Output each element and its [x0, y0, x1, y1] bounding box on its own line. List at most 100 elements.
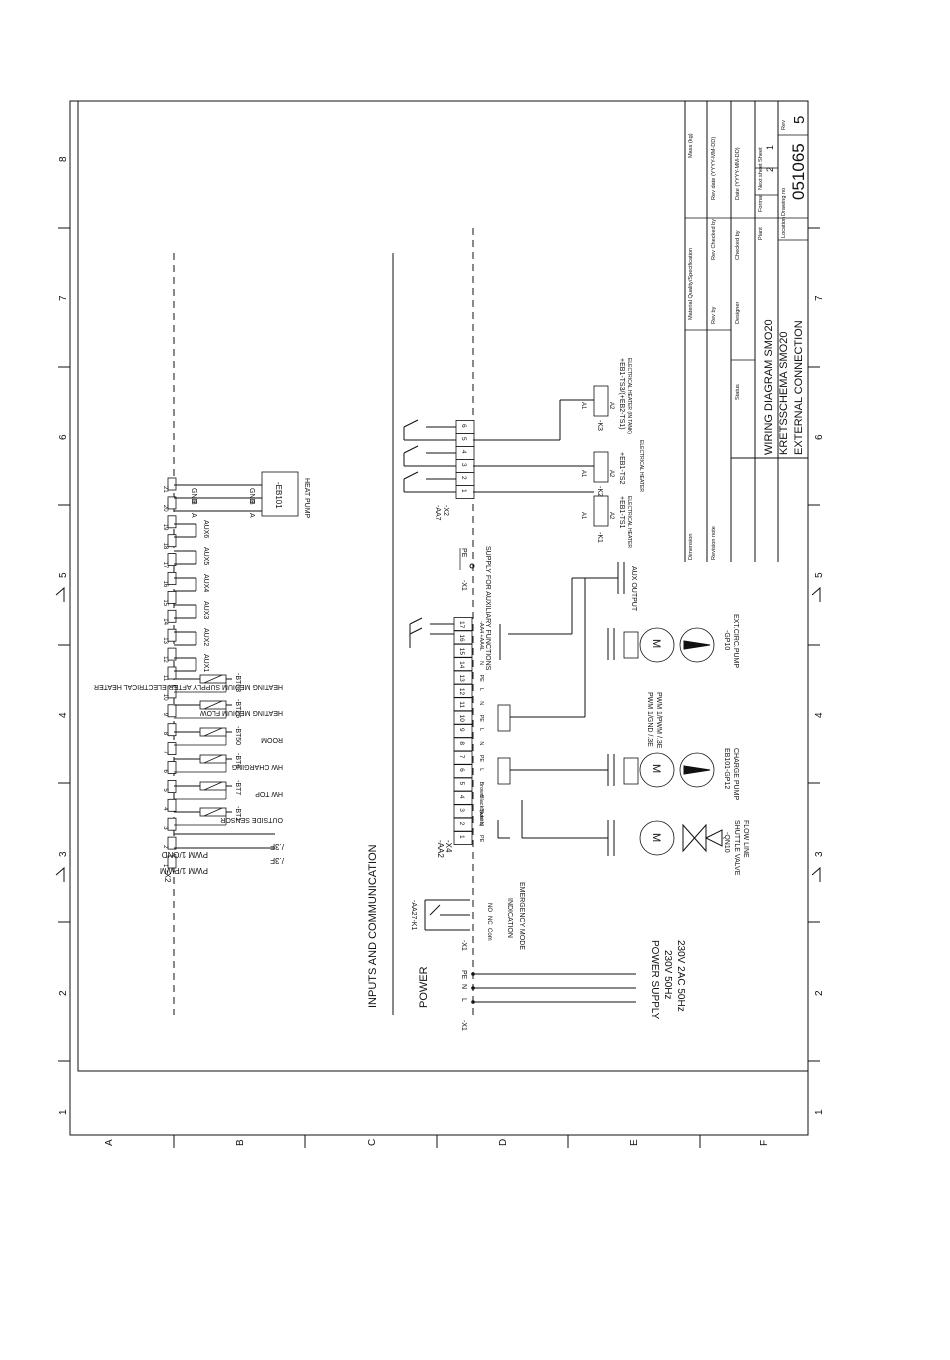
tb-location: Location — [781, 217, 787, 238]
title-line-3: EXTERNAL CONNECTION — [793, 320, 805, 455]
x4-terminal-number: 10 — [458, 715, 465, 723]
power-pin-pe: PE — [460, 970, 467, 980]
shuttle-valve-qn10: M -QN10 SHUTTLE VALVE FLOW LINE — [497, 800, 749, 876]
gp12-pwm-gnd: PWM 1/GND /.3E — [646, 692, 653, 747]
aa7-terminal-number: 3 — [460, 463, 467, 467]
gp10-ref: -GP10 — [723, 630, 730, 650]
x2-terminal — [167, 723, 177, 737]
tb-sheet: 1 — [765, 145, 775, 150]
aux-input-label: AUX3 — [202, 601, 209, 619]
tb-sheet-label: Sheet — [758, 147, 764, 162]
sensor-ref: -BT7 — [234, 780, 241, 795]
col-label: 3 — [814, 851, 825, 857]
x2-terminal — [167, 798, 177, 812]
bus-gnd: GND — [190, 488, 197, 504]
row-label: F — [759, 1140, 770, 1146]
row-label: E — [629, 1139, 640, 1146]
col-label: 2 — [58, 990, 69, 996]
x4-terminal-number: 9 — [458, 728, 465, 732]
row-labels: A B C D E F — [104, 1139, 770, 1146]
x4-terminal-number: 14 — [458, 661, 465, 669]
tb-rev-date: Rev date (YYYY-MM-DD) — [711, 137, 717, 200]
x2-terminal-number: 1 — [162, 864, 168, 868]
x2-terminal-number: 21 — [162, 486, 168, 493]
aux-supply-pin: PE — [460, 548, 467, 558]
column-labels-right: 1 2 3 4 5 6 7 — [814, 295, 825, 1115]
aux-supply: -X1 PE SUPPLY FOR AUXILIARY FUNCTIONS — [459, 546, 491, 671]
aux-relay-switch-icon — [409, 617, 454, 638]
col-label: 2 — [814, 990, 825, 996]
aux-relay-switch-icon — [409, 627, 454, 648]
sensor-ref: -BT63 — [234, 673, 241, 692]
col-label: 6 — [814, 434, 825, 440]
row-label: D — [498, 1139, 509, 1146]
sensor-label: HEATING MEDIUM SUPPLY AFTER ELECTRICAL H… — [94, 683, 283, 690]
tb-next-sheet: 2 — [765, 167, 775, 172]
tb-format: Format — [758, 194, 764, 212]
col-label: 6 — [58, 434, 69, 440]
x2-terminal — [167, 477, 177, 491]
x2-terminal-number: 11 — [162, 675, 168, 682]
power-line-3: 230V 2AC 50Hz — [675, 940, 686, 1012]
x4-terminal-number: 6 — [458, 768, 465, 772]
x2-terminal — [167, 515, 177, 529]
power-supply: -X1 PE N L POWER SUPPLY 230V 50Hz 230V 2… — [460, 940, 686, 1031]
k3-a1: A1 — [580, 402, 586, 410]
col-label: 1 — [58, 1109, 69, 1115]
x2-terminal — [167, 855, 177, 869]
x4-signal-label: PE — [478, 835, 484, 843]
x2-terminal — [167, 553, 177, 566]
x4-signal-label: Blue — [478, 808, 484, 819]
col-label: 7 — [58, 295, 69, 301]
x4-signal-label: Black (white) — [478, 795, 484, 827]
aa27-ref: -AA27-K1 — [410, 900, 417, 930]
x4-terminal-number: 8 — [458, 741, 465, 745]
x4-terminal-number: 5 — [458, 782, 465, 786]
ts2-ref: +EB1-TS2 — [618, 452, 625, 485]
ts3-desc: ELECTRICAL HEATER (IN TANK) — [626, 358, 632, 434]
x4-signal-label: L — [478, 728, 484, 731]
ts2-desc: ELECTRICAL HEATER — [638, 440, 644, 492]
relay-k1-coil — [593, 495, 609, 527]
x2-terminal-number: 15 — [162, 599, 168, 606]
col-label: 8 — [58, 156, 69, 162]
x2-terminal-number: 9 — [162, 713, 168, 717]
k2-ref: -K2 — [596, 486, 603, 497]
aa7-terminal-number: 2 — [460, 476, 467, 480]
x4-signal-label: N — [478, 741, 484, 745]
drawing-number: 051065 — [789, 143, 808, 200]
aux-output: AUX OUTPUT — [508, 562, 637, 635]
x2-terminal — [167, 591, 177, 604]
drawing-frame — [55, 100, 821, 1148]
tb-material: Material Quality/Specification — [688, 248, 694, 320]
relay-k3-coil — [593, 385, 609, 417]
tb-checked-by: Checked by — [735, 230, 741, 260]
sensor-label: ROOM — [261, 736, 283, 743]
power-ref: -X1 — [460, 1020, 467, 1031]
power-line-2: 230V 50Hz — [662, 950, 673, 999]
sensor-ref: -BT25 — [234, 699, 241, 718]
tb-drawing-no-label: Drawing no — [781, 188, 787, 216]
x4-terminal-number: 4 — [458, 795, 465, 799]
pump-motor-icon — [639, 627, 675, 663]
x2-terminal-number: 7 — [162, 751, 168, 755]
center-mark-right — [811, 866, 821, 882]
x4-signal-label: N — [478, 822, 484, 826]
aa7-terminal-number: 4 — [460, 450, 467, 454]
x4-signal-label: PE — [478, 755, 484, 763]
row-label: B — [235, 1139, 246, 1146]
tb-revision-note: Revision note — [711, 526, 717, 560]
eb101-bus: GND B A GND B A -EB101 HEAT PUMP — [174, 471, 310, 519]
tb-rev-by: Rev by — [711, 306, 717, 324]
aa27-nc: NC — [486, 916, 492, 925]
aux-supply-label: SUPPLY FOR AUXILIARY FUNCTIONS — [484, 546, 491, 671]
ext-circ-pump-gp10: M -GP10 EXT.CIRC.PUMP — [497, 578, 739, 732]
section-title-power: POWER — [418, 966, 430, 1008]
x2-terminal-number: 6 — [162, 770, 168, 774]
x2-terminal — [167, 496, 177, 510]
eb101-pin-b: B — [248, 500, 255, 505]
tb-plant: Plant — [758, 227, 764, 240]
